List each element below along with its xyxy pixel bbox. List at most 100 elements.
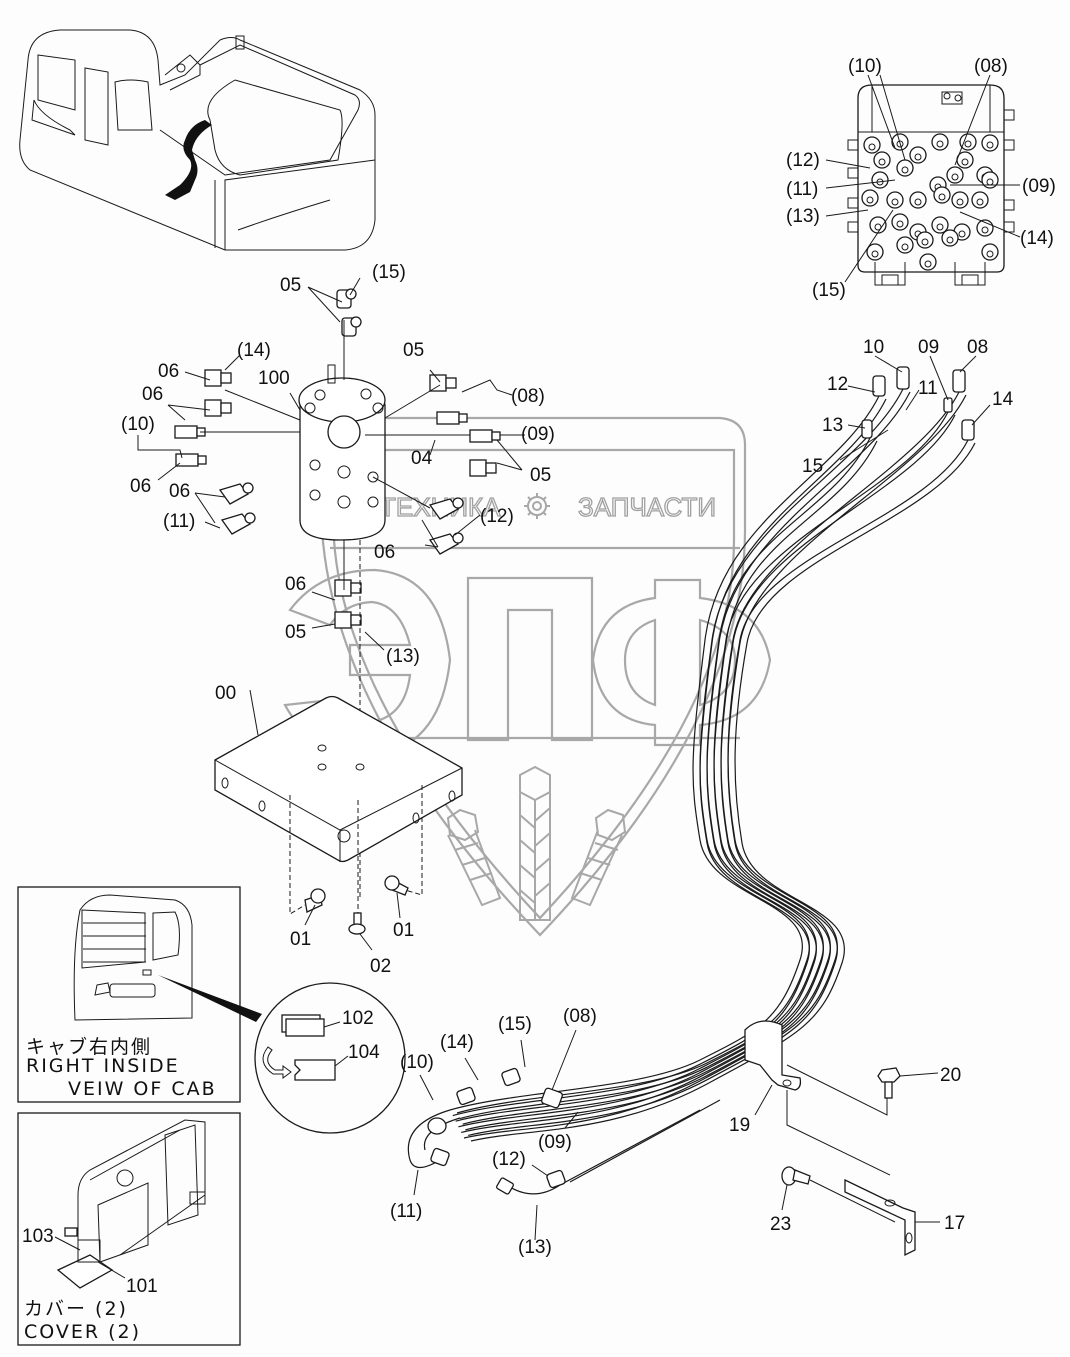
callout-hb-14: (14) bbox=[440, 1032, 474, 1053]
fitting-nut bbox=[919, 253, 937, 271]
fitting-nut bbox=[981, 134, 999, 152]
callout-cb-14: (14) bbox=[1020, 228, 1054, 249]
callout-c-17: 17 bbox=[944, 1213, 965, 1234]
gear-icon bbox=[524, 493, 550, 519]
callout-v-13: (13) bbox=[386, 646, 420, 667]
callout-hb-10: (10) bbox=[400, 1052, 434, 1073]
pipe-fitting bbox=[429, 374, 457, 392]
callout-d-104: 104 bbox=[348, 1042, 380, 1063]
pilot-valve-assembly: 05 (15) 06 (14) 100 05 (08) 06 (10) (09)… bbox=[121, 262, 555, 900]
hose-fittings-bottom bbox=[427, 1067, 566, 1195]
callout-v-10: (10) bbox=[121, 414, 155, 435]
cover-title-jp: カバー (2) bbox=[24, 1298, 128, 1320]
callout-h-12: 12 bbox=[827, 374, 848, 395]
excavator-overview bbox=[19, 29, 376, 251]
callout-h-14: 14 bbox=[992, 389, 1014, 410]
callout-hb-13: (13) bbox=[518, 1237, 552, 1258]
callout-cb-10: (10) bbox=[848, 56, 882, 77]
callout-v-06c: 06 bbox=[130, 476, 151, 497]
callout-v-06d: 06 bbox=[169, 481, 190, 502]
cab-view-title-jp: キャブ右内側 bbox=[26, 1035, 152, 1058]
pipe-fitting bbox=[204, 369, 232, 387]
fitting-nut bbox=[896, 159, 914, 177]
callout-v-15: (15) bbox=[372, 262, 406, 283]
pipe-fitting bbox=[220, 512, 256, 535]
callout-h-09: 09 bbox=[918, 337, 939, 358]
pipe-fitting bbox=[469, 429, 501, 443]
pipe-fitting bbox=[469, 459, 497, 477]
callout-v-08: (08) bbox=[511, 386, 545, 407]
callout-hb-08: (08) bbox=[563, 1006, 597, 1027]
callout-v-06b: 06 bbox=[142, 384, 163, 405]
callout-c-23: 23 bbox=[770, 1214, 791, 1235]
fitting-nut bbox=[873, 151, 891, 169]
callout-v-06e: 06 bbox=[374, 542, 395, 563]
pipe-fitting bbox=[175, 453, 207, 467]
callout-v-100: 100 bbox=[258, 368, 290, 389]
fitting-nut bbox=[931, 216, 949, 234]
fitting-nut bbox=[866, 243, 884, 261]
hose-clamp-assembly: 20 19 23 17 bbox=[729, 1020, 965, 1257]
callout-hb-15: (15) bbox=[498, 1014, 532, 1035]
fitting-nut bbox=[941, 229, 959, 247]
fitting-nut bbox=[871, 171, 889, 189]
callout-v-04: 04 bbox=[411, 448, 433, 469]
bolt-20 bbox=[877, 1067, 901, 1099]
fitting-nut bbox=[861, 189, 879, 207]
cover-panel: 103 101 カバー (2) COVER (2) bbox=[17, 1112, 241, 1346]
callout-v-06a: 06 bbox=[158, 361, 179, 382]
hose-line bbox=[452, 388, 904, 1117]
fitting-nut bbox=[981, 171, 999, 189]
bolt-23 bbox=[781, 1166, 811, 1186]
bolt-02 bbox=[348, 912, 366, 935]
callout-v-05b: 05 bbox=[403, 340, 424, 361]
callout-v-05d: 05 bbox=[285, 622, 306, 643]
callout-b-01b: 01 bbox=[393, 920, 414, 941]
callout-hb-11: (11) bbox=[390, 1201, 422, 1222]
callout-cb-13: (13) bbox=[786, 206, 820, 227]
mounting-bracket: 00 01 01 02 bbox=[214, 683, 463, 977]
callout-h-08: 08 bbox=[967, 337, 988, 358]
callout-v-06f: 06 bbox=[285, 574, 306, 595]
callout-v-11: (11) bbox=[163, 511, 195, 532]
hose-bundle: 10 09 08 12 11 14 13 15 (15) (08) (14) (… bbox=[390, 337, 1014, 1258]
callout-h-13: 13 bbox=[822, 415, 843, 436]
callout-v-09: (09) bbox=[521, 424, 555, 445]
fitting-nut bbox=[896, 236, 914, 254]
callout-cb-12: (12) bbox=[786, 150, 820, 171]
watermark-wheat-icon bbox=[446, 765, 627, 921]
callout-v-05a: 05 bbox=[280, 275, 301, 296]
fitting-nut bbox=[863, 136, 881, 154]
callout-cv-101: 101 bbox=[126, 1276, 158, 1297]
callout-b-01a: 01 bbox=[290, 929, 311, 950]
fitting-nut bbox=[886, 191, 904, 209]
cab-view-title-line2: VEIW OF CAB bbox=[68, 1078, 217, 1100]
pipe-fitting bbox=[341, 316, 362, 337]
watermark-right-text: ЗАПЧАСТИ bbox=[578, 492, 716, 522]
callout-h-11: 11 bbox=[918, 378, 938, 399]
hose-line bbox=[455, 437, 871, 1122]
fitting-nut bbox=[981, 243, 999, 261]
cab-view-title-line1: RIGHT INSIDE bbox=[26, 1055, 180, 1077]
pipe-fitting bbox=[334, 579, 362, 597]
callout-hb-09: (09) bbox=[538, 1132, 572, 1153]
callout-v-14: (14) bbox=[237, 340, 271, 361]
callout-c-19: 19 bbox=[729, 1115, 750, 1136]
callout-h-10: 10 bbox=[863, 337, 884, 358]
callout-cb-08: (08) bbox=[974, 56, 1008, 77]
cover-title-en: COVER (2) bbox=[24, 1321, 141, 1343]
callout-cb-11: (11) bbox=[786, 179, 818, 200]
hose-line bbox=[458, 411, 949, 1128]
pipe-fitting bbox=[334, 611, 362, 629]
hose-line bbox=[463, 439, 969, 1139]
watermark-letter-f bbox=[591, 578, 772, 747]
hose-line bbox=[449, 395, 880, 1111]
fitting-nut bbox=[933, 186, 951, 204]
fitting-nut bbox=[951, 191, 969, 209]
fitting-nut bbox=[891, 213, 909, 231]
callout-v-12: (12) bbox=[480, 506, 514, 527]
fitting-nut bbox=[959, 133, 977, 151]
callout-v-05c: 05 bbox=[530, 465, 551, 486]
callout-hb-12: (12) bbox=[492, 1149, 526, 1170]
